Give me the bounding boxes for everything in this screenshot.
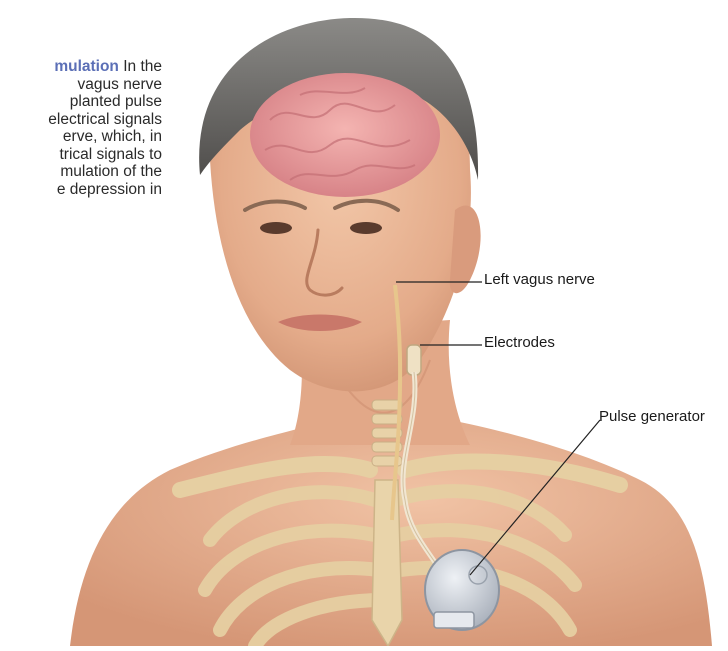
caption-line-1: mulation In the <box>0 58 162 76</box>
left-eye <box>260 222 292 234</box>
right-eye <box>350 222 382 234</box>
brain <box>250 73 440 197</box>
figure-caption: mulation In the vagus nerve planted puls… <box>0 58 162 198</box>
electrodes <box>407 345 421 375</box>
caption-line-6: trical signals to <box>0 146 162 164</box>
caption-line-2: vagus nerve <box>0 76 162 94</box>
pulse-generator-device <box>425 550 499 630</box>
caption-line-7: mulation of the <box>0 163 162 181</box>
label-electrodes: Electrodes <box>484 334 555 351</box>
label-pulse-generator: Pulse generator <box>599 408 705 425</box>
ear <box>450 205 481 293</box>
caption-heading: mulation <box>54 58 119 75</box>
caption-line-8: e depression in <box>0 181 162 199</box>
caption-line-4: electrical signals <box>0 111 162 129</box>
caption-line-5: erve, which, in <box>0 128 162 146</box>
label-left-vagus-nerve: Left vagus nerve <box>484 271 595 288</box>
caption-line-3: planted pulse <box>0 93 162 111</box>
sternum <box>372 480 402 646</box>
